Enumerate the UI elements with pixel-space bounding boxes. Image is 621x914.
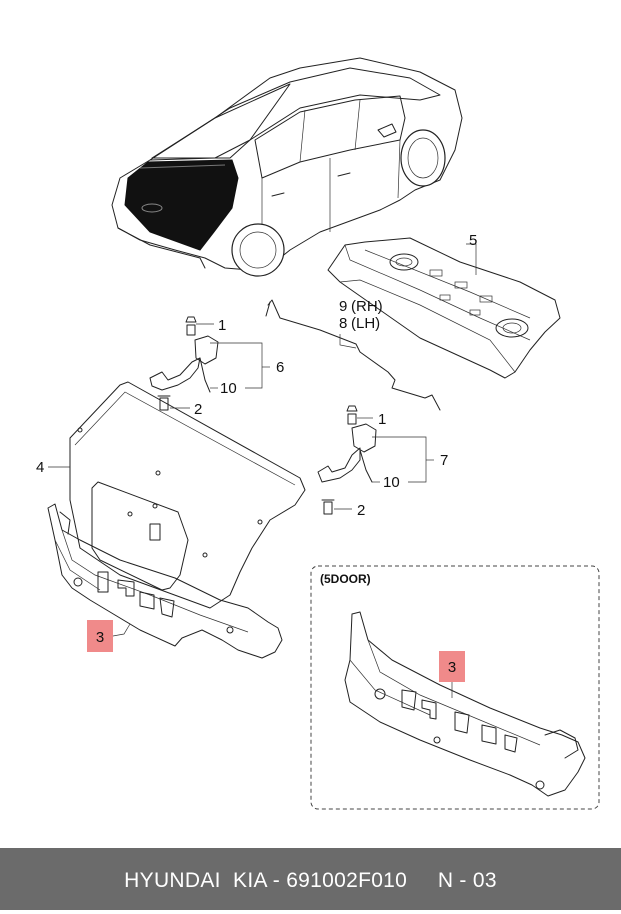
package-tray-part — [327, 237, 561, 379]
footer-bar: HYUNDAI KIA - 691002F010 N - 03 — [0, 848, 621, 910]
hinge-lower-part — [317, 405, 377, 515]
part-label-8-side: (LH) — [351, 315, 380, 332]
part3-highlight-inset — [439, 651, 465, 682]
inset-frame — [310, 565, 600, 810]
parts-diagram: (5DOOR) 3 3 5 9 (RH) 8 (LH) 1 6 10 2 4 — [36, 57, 600, 810]
car-trunk-lid — [124, 159, 239, 251]
part-label-2-upper: 2 — [194, 401, 202, 418]
part-label-8: 8 — [339, 315, 347, 332]
torsion-bar-part — [265, 299, 441, 411]
part-label-1-lower: 1 — [378, 411, 386, 428]
part3-highlight-main — [87, 620, 113, 652]
part-label-3-inset: 3 — [448, 659, 456, 676]
part-label-10-lower: 10 — [383, 474, 400, 491]
part-label-9-side: (RH) — [351, 298, 383, 315]
footer-part-number: HYUNDAI KIA - 691002F010 N - 03 — [124, 869, 497, 892]
part-label-9: 9 — [339, 298, 347, 315]
part-label-7: 7 — [440, 452, 448, 469]
part-label-4: 4 — [36, 459, 44, 476]
inset-5door: (5DOOR) — [310, 565, 600, 810]
part-label-5: 5 — [469, 232, 477, 249]
part-label-6: 6 — [276, 359, 284, 376]
hinge-upper-part — [149, 316, 219, 411]
part-label-10-upper: 10 — [220, 380, 237, 397]
part-label-3-main: 3 — [96, 629, 104, 646]
back-panel-part — [47, 503, 283, 659]
inset-title: (5DOOR) — [320, 572, 371, 586]
part-label-2-lower: 2 — [357, 502, 365, 519]
trunk-lid-part — [69, 381, 306, 609]
part-label-1-upper: 1 — [218, 317, 226, 334]
car-illustration — [111, 57, 463, 277]
